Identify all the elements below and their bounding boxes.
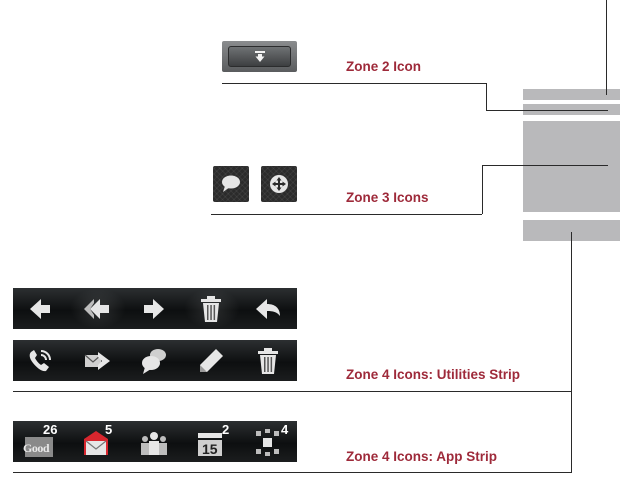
utilities-strip-row-2 xyxy=(13,340,297,381)
chat-button[interactable] xyxy=(127,340,183,381)
arrow-left-icon xyxy=(30,299,50,319)
contacts-icon xyxy=(141,432,167,455)
trash-icon xyxy=(258,348,278,374)
contacts-app-button[interactable] xyxy=(127,421,183,462)
zone-4-leader-line-vertical xyxy=(571,232,572,473)
zone-3-label: Zone 3 Icons xyxy=(346,190,429,205)
calendar-app-badge: 2 xyxy=(222,422,230,437)
mail-icon xyxy=(84,431,108,455)
zone-2-leader-line-vertical xyxy=(486,83,487,110)
zone-1-block xyxy=(523,89,620,100)
zone-4-app-label: Zone 4 Icons: App Strip xyxy=(346,449,498,464)
zone-2-leader-line xyxy=(222,83,486,84)
reply-icon xyxy=(256,299,280,319)
good-app-icon xyxy=(25,437,53,457)
zone-3-block xyxy=(523,121,620,212)
forward-button[interactable] xyxy=(127,288,183,329)
move-crosshair-icon xyxy=(270,175,288,193)
forward-mail-button[interactable] xyxy=(70,340,126,381)
zone-3-leader-line-vertical xyxy=(482,165,483,214)
network-app-badge: 4 xyxy=(281,422,289,437)
pencil-icon xyxy=(200,349,223,372)
network-icon xyxy=(256,429,279,456)
speech-bubble-icon xyxy=(222,175,240,192)
zone-3-leader-line-end xyxy=(482,165,608,166)
calendar-app-button[interactable]: 15 2 xyxy=(184,421,240,462)
network-app-button[interactable]: 4 xyxy=(241,421,297,462)
zone-2-download-button[interactable] xyxy=(222,41,297,72)
calendar-icon xyxy=(198,433,222,456)
zone-4-utilities-label: Zone 4 Icons: Utilities Strip xyxy=(346,367,521,382)
zone-4-block xyxy=(523,220,620,241)
zone-4-utilities-leader-line xyxy=(13,391,572,392)
trash-icon xyxy=(201,296,221,322)
zone-3-speech-tile[interactable] xyxy=(213,166,249,202)
download-arrow-icon xyxy=(255,51,265,62)
arrow-right-icon xyxy=(144,299,164,319)
zone-3-move-tile[interactable] xyxy=(261,166,297,202)
zone-1-leader-line xyxy=(606,0,607,95)
reply-button[interactable] xyxy=(241,288,297,329)
zone-2-leader-line-end xyxy=(486,110,608,111)
zone-4-app-leader-line xyxy=(13,472,572,473)
chat-bubbles-icon xyxy=(142,349,166,374)
back-button[interactable] xyxy=(13,288,69,329)
good-app-badge: 26 xyxy=(43,422,58,437)
zone-3-leader-line xyxy=(211,214,482,215)
zone-2-block xyxy=(523,104,620,115)
mail-app-button[interactable]: 5 xyxy=(70,421,126,462)
double-arrow-left-icon xyxy=(84,299,109,319)
phone-call-icon xyxy=(29,350,51,372)
good-app-button[interactable]: Good 26 xyxy=(13,421,69,462)
mail-app-badge: 5 xyxy=(105,422,113,437)
compose-button[interactable] xyxy=(184,340,240,381)
calendar-date-text: 15 xyxy=(202,441,218,457)
zone-2-button-face xyxy=(228,46,291,67)
forward-mail-icon xyxy=(84,352,110,370)
call-button[interactable] xyxy=(13,340,69,381)
delete-button-2[interactable] xyxy=(241,340,297,381)
app-strip: Good 26 5 15 2 xyxy=(13,421,297,462)
zone-2-label: Zone 2 Icon xyxy=(346,59,422,74)
utilities-strip-row-1 xyxy=(13,288,297,329)
rewind-button[interactable] xyxy=(70,288,126,329)
good-app-text: Good xyxy=(23,441,50,455)
delete-button[interactable] xyxy=(184,288,240,329)
